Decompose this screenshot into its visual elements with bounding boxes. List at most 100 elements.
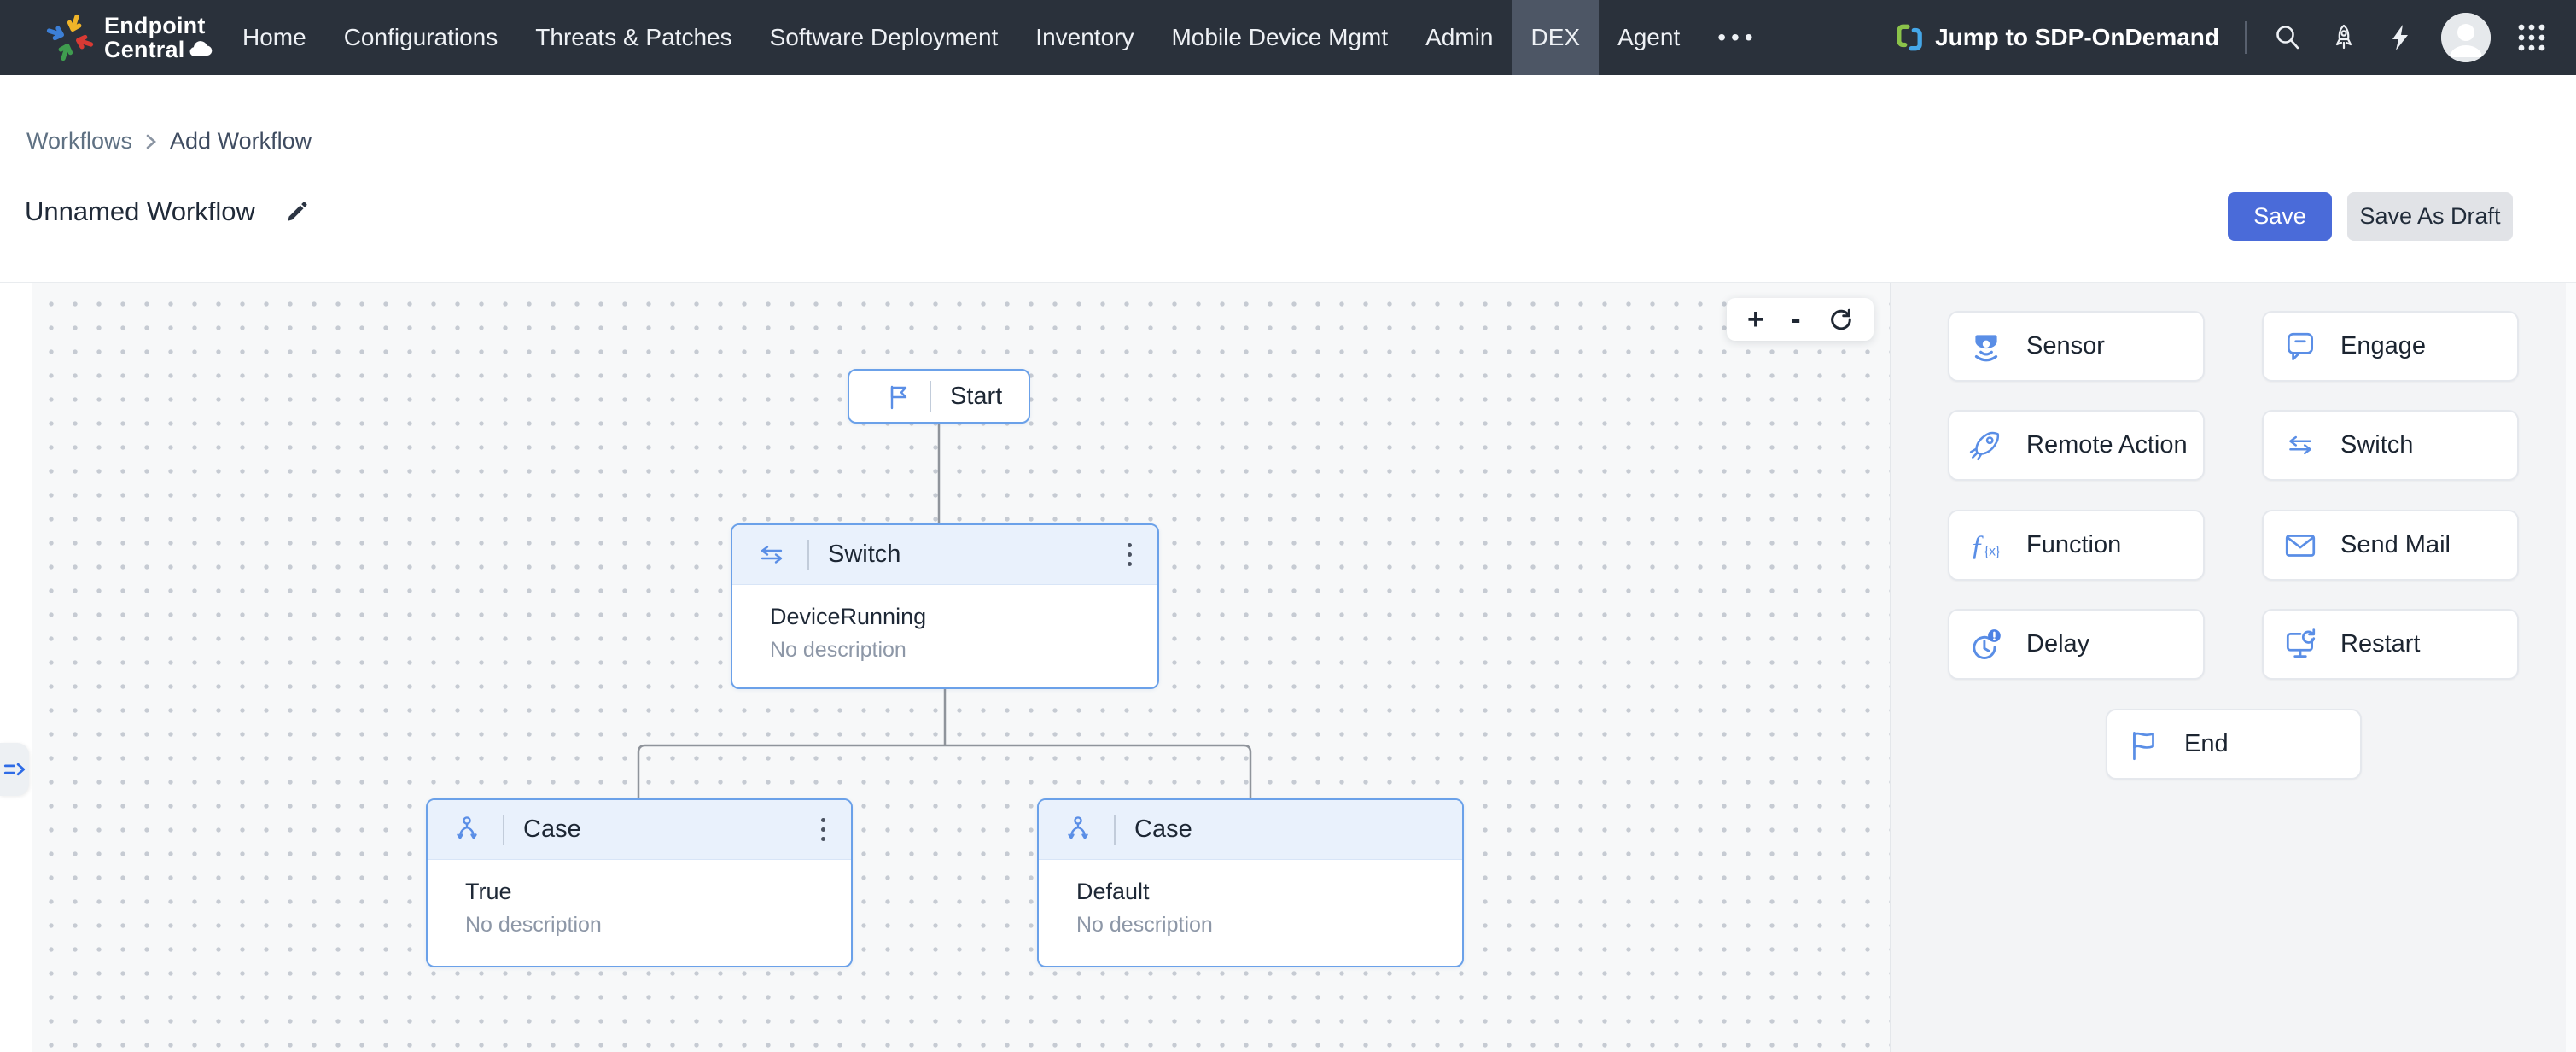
node-header-divider: [930, 381, 931, 412]
nav-item-software-deployment[interactable]: Software Deployment: [751, 0, 1017, 75]
nav-item-home[interactable]: Home: [224, 0, 325, 75]
page-title: Unnamed Workflow: [25, 196, 255, 227]
zoom-out-button[interactable]: -: [1791, 305, 1800, 334]
start-node-title: Start: [950, 383, 1002, 411]
case-branch-icon: [1061, 813, 1095, 847]
switch-node-body: DeviceRunning No description: [732, 585, 1157, 663]
palette-item-delay[interactable]: Delay: [1948, 609, 2205, 680]
workflow-title-row: Unnamed Workflow: [25, 196, 310, 227]
palette-item-label: Engage: [2340, 332, 2426, 360]
case-branch-icon: [450, 813, 484, 847]
cloud-icon: [189, 41, 214, 58]
jump-link-label: Jump to SDP-OnDemand: [1935, 24, 2219, 51]
canvas-zoom-toolbar: + -: [1727, 298, 1874, 341]
nav-item-admin[interactable]: Admin: [1407, 0, 1512, 75]
nav-item-configurations[interactable]: Configurations: [325, 0, 517, 75]
palette-item-label: Sensor: [2026, 332, 2105, 360]
switch-icon: [755, 538, 789, 572]
nav-item-dex[interactable]: DEX: [1512, 0, 1599, 75]
case-default-node-description: No description: [1076, 913, 1462, 938]
case-true-node-description: No description: [465, 913, 851, 938]
navbar-right-cluster: Jump to SDP-OnDemand: [1894, 0, 2547, 75]
node-start[interactable]: Start: [848, 369, 1030, 424]
save-as-draft-button[interactable]: Save As Draft: [2347, 192, 2513, 241]
nav-item-inventory[interactable]: Inventory: [1017, 0, 1152, 75]
case-true-node-title: Case: [523, 815, 581, 844]
palette-item-label: Send Mail: [2340, 531, 2451, 559]
breadcrumb: Workflows Add Workflow: [26, 128, 312, 155]
node-header-divider: [807, 540, 809, 570]
case-default-node-body: Default No description: [1039, 860, 1462, 938]
node-case-default[interactable]: Case Default No description: [1037, 798, 1464, 967]
rocket-icon[interactable]: [2328, 22, 2359, 53]
zoom-in-button[interactable]: +: [1747, 305, 1764, 334]
palette-item-label: Function: [2026, 531, 2121, 559]
switch-icon: [2282, 428, 2318, 464]
palette-item-sensor[interactable]: Sensor: [1948, 311, 2205, 382]
case-node-header: Case: [428, 800, 851, 860]
navbar-divider: [2245, 21, 2247, 54]
expand-left-panel-handle[interactable]: [0, 743, 29, 796]
case-true-node-menu-icon[interactable]: [816, 813, 830, 846]
palette-item-function[interactable]: ƒ {x} Function: [1948, 510, 2205, 581]
edit-pencil-icon[interactable]: [284, 199, 310, 225]
switch-node-description: No description: [770, 638, 1157, 663]
main-nav: Home Configurations Threats & Patches So…: [224, 0, 1777, 75]
brand-logo[interactable]: Endpoint Central: [44, 0, 214, 75]
nav-item-threats-patches[interactable]: Threats & Patches: [516, 0, 750, 75]
palette-scrollbar[interactable]: [2566, 283, 2576, 1052]
switch-node-name: DeviceRunning: [770, 604, 1157, 630]
palette-item-engage[interactable]: Engage: [2262, 311, 2519, 382]
svg-text:ƒ: ƒ: [1970, 529, 1984, 561]
case-default-node-title: Case: [1134, 815, 1192, 844]
send-mail-icon: [2282, 528, 2318, 564]
top-navbar: Endpoint Central Home Configurations Thr…: [0, 0, 2576, 75]
brand-line1: Endpoint: [104, 14, 214, 38]
switch-node-title: Switch: [828, 541, 900, 569]
palette-item-restart[interactable]: Restart: [2262, 609, 2519, 680]
reset-zoom-icon[interactable]: [1827, 307, 1853, 332]
palette-item-end[interactable]: End: [2106, 709, 2362, 780]
node-case-true[interactable]: Case True No description: [426, 798, 853, 967]
endpoint-central-pinwheel-icon: [44, 12, 96, 63]
node-palette: Sensor Engage Remote Action Switch: [1890, 283, 2576, 1052]
delay-clock-icon: [1968, 627, 2004, 663]
switch-node-menu-icon[interactable]: [1122, 538, 1137, 571]
brand-line2: Central: [104, 38, 184, 61]
palette-item-label: Delay: [2026, 630, 2089, 658]
svg-text:{x}: {x}: [1984, 544, 2000, 558]
remote-action-rocket-icon: [1968, 428, 2004, 464]
nav-item-agent[interactable]: Agent: [1599, 0, 1699, 75]
case-node-header: Case: [1039, 800, 1462, 860]
main-area: + - Start Switch: [0, 282, 2576, 1052]
chevron-right-icon: [144, 132, 158, 152]
brand-text: Endpoint Central: [104, 14, 214, 61]
user-avatar[interactable]: [2441, 13, 2491, 62]
lightning-icon[interactable]: [2385, 22, 2416, 53]
breadcrumb-current: Add Workflow: [170, 128, 312, 155]
person-icon: [2441, 13, 2491, 62]
apps-grid-icon[interactable]: [2516, 22, 2547, 53]
case-default-node-name: Default: [1076, 879, 1462, 905]
workflow-canvas[interactable]: + - Start Switch: [32, 283, 1890, 1052]
nav-overflow-menu[interactable]: •••: [1699, 0, 1776, 75]
node-switch[interactable]: Switch DeviceRunning No description: [731, 523, 1159, 689]
end-flag-icon: [2126, 727, 2162, 763]
switch-node-header: Switch: [732, 525, 1157, 585]
sdp-ondemand-icon: [1894, 22, 1925, 53]
nav-item-mobile-device-mgmt[interactable]: Mobile Device Mgmt: [1152, 0, 1407, 75]
expand-panel-icon: [3, 759, 26, 780]
palette-item-send-mail[interactable]: Send Mail: [2262, 510, 2519, 581]
node-header-divider: [1114, 815, 1116, 845]
search-icon[interactable]: [2272, 22, 2303, 53]
palette-item-label: Remote Action: [2026, 431, 2188, 459]
case-true-node-name: True: [465, 879, 851, 905]
breadcrumb-workflows-link[interactable]: Workflows: [26, 128, 132, 155]
palette-item-label: End: [2184, 730, 2229, 758]
save-button[interactable]: Save: [2228, 192, 2332, 241]
palette-item-remote-action[interactable]: Remote Action: [1948, 410, 2205, 481]
jump-to-sdp-link[interactable]: Jump to SDP-OnDemand: [1894, 22, 2219, 53]
node-header-divider: [503, 815, 504, 845]
palette-item-switch[interactable]: Switch: [2262, 410, 2519, 481]
sensor-icon: [1968, 329, 2004, 365]
